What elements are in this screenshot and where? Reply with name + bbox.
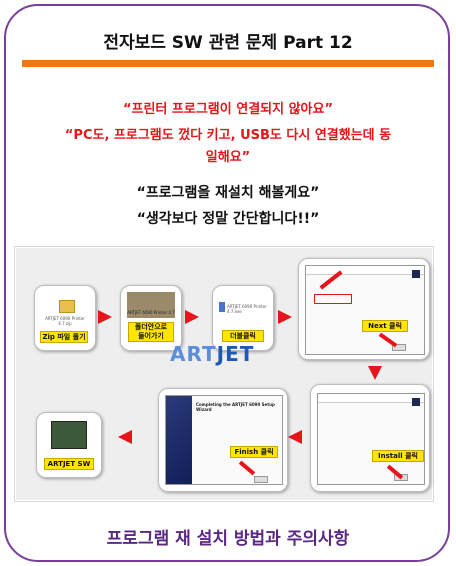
- installer-titlebar: [306, 266, 424, 275]
- logo-text-b: JET: [216, 342, 255, 366]
- installer-window-screenshot: [317, 393, 425, 485]
- quote-line-2-cont: 일해요”: [205, 150, 251, 165]
- step1-label: Zip 파일 풀기: [40, 331, 88, 343]
- arrow-right-icon: [98, 310, 112, 324]
- step-card-install: [310, 384, 430, 492]
- zip-file-name: ARTJET 6090 Printer 4.7.zip: [45, 316, 85, 326]
- arrow-down-icon: [368, 366, 382, 380]
- installer-titlebar: [318, 394, 424, 403]
- quote-line-2-text: “PC도, 프로그램도 껐다 키고, USB도 다시 연결했는데 동: [64, 128, 392, 143]
- zip-folder-icon: [59, 300, 75, 313]
- folder-name: ARTJET 6090 Printer 4.7: [127, 310, 175, 315]
- step5-label: Install 클릭: [372, 450, 424, 462]
- installer-logo-icon: [412, 398, 420, 406]
- step2-label-line1: 폴더안으로: [134, 323, 168, 331]
- quote-line-1: “프린터 프로그램이 연결되지 않아요”: [122, 102, 334, 117]
- exe-name: ARTJET 6090 Printer 4.7.exe: [227, 304, 267, 314]
- quote-line-2: “PC도, 프로그램도 껐다 키고, USB도 다시 연결했는데 동: [0, 124, 456, 143]
- step3-label: 더블클릭: [222, 330, 264, 342]
- checkbox-highlight: [314, 294, 352, 304]
- artjet-app-icon: [51, 421, 87, 449]
- quote-line-3: “프로그램을 재설치 해볼게요”: [136, 185, 320, 201]
- title-underline: [22, 60, 434, 67]
- installer-window-screenshot: [305, 265, 425, 355]
- step-card-finish: Completing the ARTJET 6090 Setup Wizard: [158, 388, 288, 492]
- arrow-right-icon: [278, 310, 292, 324]
- wizard-title: Completing the ARTJET 6090 Setup Wizard: [196, 402, 275, 412]
- quote-line-4: “생각보다 정말 간단합니다!!”: [136, 211, 320, 227]
- arrow-right-icon: [185, 310, 199, 324]
- page-title: 전자보드 SW 관련 문제 Part 12: [103, 33, 353, 53]
- installer-next-button: [392, 344, 406, 351]
- installer-finish-button: [254, 476, 268, 483]
- step-card-zip: ARTJET 6090 Printer 4.7.zip: [34, 285, 96, 351]
- exe-icon: [219, 302, 225, 312]
- step-card-next: [298, 258, 430, 360]
- folder-screenshot: [127, 292, 175, 318]
- logo-text-a: ART: [170, 342, 217, 366]
- arrow-left-icon: [118, 430, 132, 444]
- step6-label: Finish 클릭: [230, 446, 278, 458]
- installer-window-screenshot: Completing the ARTJET 6090 Setup Wizard: [165, 395, 283, 485]
- artjet-logo: ARTJET: [170, 342, 254, 366]
- step2-label-line2: 들어가기: [138, 332, 164, 340]
- step7-label: ARTJET SW: [44, 458, 94, 470]
- arrow-left-icon: [288, 430, 302, 444]
- installer-logo-icon: [412, 270, 420, 278]
- wizard-side-banner: [166, 396, 192, 484]
- step4-label: Next 클릭: [362, 320, 408, 332]
- rounded-frame: [4, 4, 450, 562]
- footer-title: 프로그램 재 설치 방법과 주의사항: [106, 529, 350, 549]
